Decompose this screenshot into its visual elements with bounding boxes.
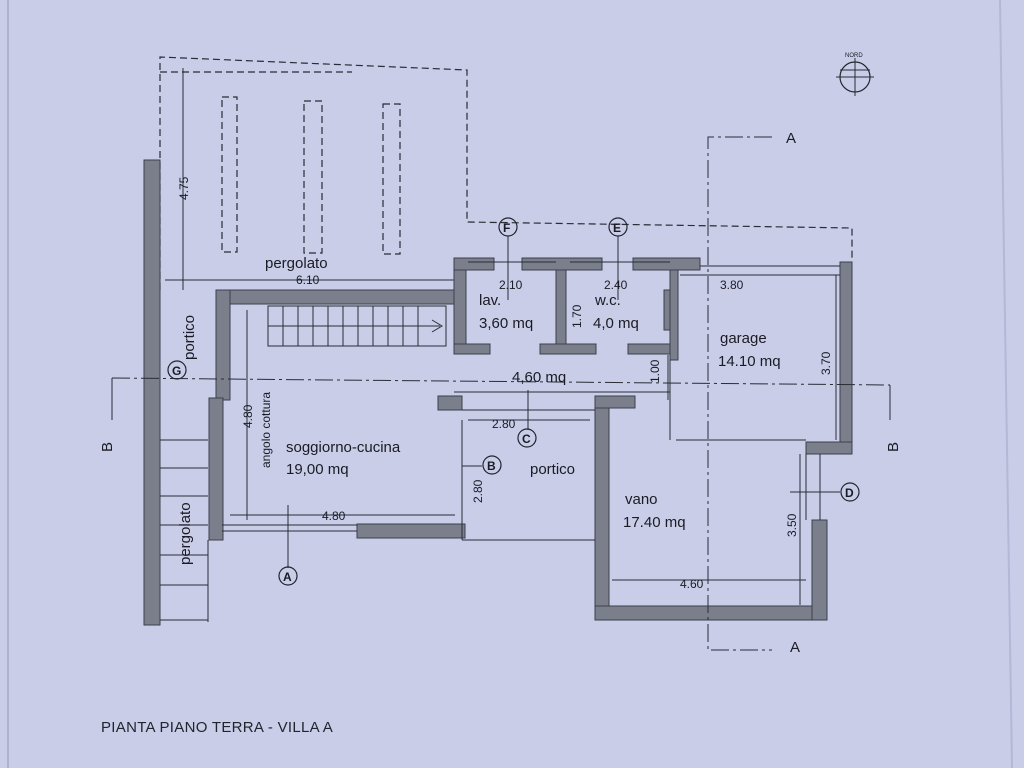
dim-480-vertical: 4.80 <box>241 404 255 428</box>
room-lav-area: 3,60 mq <box>479 315 533 332</box>
dim-475: 4.75 <box>177 176 191 200</box>
wall-west-outer <box>143 159 161 626</box>
axis-tag-f-circle <box>498 217 518 237</box>
section-marker-a-bottom: A <box>790 639 800 656</box>
wall-living-south <box>356 523 466 539</box>
dim-480-horizontal: 4.80 <box>322 509 346 523</box>
section-line-a <box>707 136 772 651</box>
room-wc-area: 4,0 mq <box>593 315 639 332</box>
axis-tag-g-circle <box>167 360 187 380</box>
wall-vano-south <box>594 605 828 621</box>
section-marker-a-top: A <box>786 130 796 147</box>
wall-garage-east <box>839 261 853 455</box>
wall-living-west-upper <box>215 289 231 401</box>
axis-tag-b: B <box>487 459 496 473</box>
axis-tag-e: E <box>613 221 621 235</box>
room-vano-area: 17.40 mq <box>623 514 686 531</box>
wall-vano-east <box>811 519 828 621</box>
wall-living-west-lower <box>208 397 224 541</box>
axis-tag-c-circle <box>517 428 537 448</box>
dim-370: 3.70 <box>819 351 833 375</box>
wall-lav-north-2 <box>521 257 603 271</box>
axis-tag-c: C <box>522 432 531 446</box>
room-portico-left: portico <box>181 315 198 360</box>
dim-240: 2.40 <box>604 278 628 292</box>
axis-tag-g: G <box>172 364 181 378</box>
wall-lav-wc <box>555 269 567 353</box>
room-pergolato-left: pergolato <box>177 502 194 565</box>
dim-610: 6.10 <box>296 273 320 287</box>
wall-lav-west <box>453 257 467 355</box>
dim-350: 3.50 <box>785 513 799 537</box>
wall-garage-south <box>805 441 853 455</box>
paper-edge-right <box>999 0 1013 768</box>
dim-100: 1.00 <box>648 359 662 383</box>
wall-garage-west <box>669 269 679 361</box>
section-line-b <box>111 377 891 386</box>
wall-wc-north <box>632 257 701 271</box>
axis-tag-a-circle <box>278 566 298 586</box>
room-garage-name: garage <box>720 330 767 347</box>
axis-tag-b-circle <box>482 455 502 475</box>
pergola-slats-left <box>160 439 209 622</box>
wall-lav-north-1 <box>453 257 495 271</box>
pergola-beam-1 <box>221 96 238 253</box>
pergola-outline <box>159 56 853 290</box>
axis-tag-a: A <box>283 570 292 584</box>
room-vano-name: vano <box>625 491 658 508</box>
dim-460-mq: 4,60 mq <box>512 369 566 386</box>
dim-280-vertical: 2.80 <box>471 479 485 503</box>
dim-170: 1.70 <box>570 304 584 328</box>
axis-tag-d-circle <box>840 482 860 502</box>
axis-tag-e-circle <box>608 217 628 237</box>
wall-vano-north <box>594 395 636 409</box>
north-arrow-icon <box>836 58 874 96</box>
wall-living-north <box>215 289 457 305</box>
room-pergolato-top: pergolato <box>265 255 328 272</box>
room-lav-name: lav. <box>479 292 501 309</box>
wall-lav-south-2 <box>539 343 597 355</box>
plan-title: PIANTA PIANO TERRA - VILLA A <box>101 719 334 736</box>
axis-tag-d: D <box>845 486 854 500</box>
room-angolo-cottura: angolo cottura <box>259 392 273 468</box>
pergola-beam-3 <box>382 103 401 255</box>
wall-stub <box>437 395 463 411</box>
dim-280-horizontal: 2.80 <box>492 417 516 431</box>
wall-vano-west <box>594 395 610 621</box>
wall-lav-south-1 <box>453 343 491 355</box>
north-label: NORD <box>845 53 863 59</box>
room-portico-mid: portico <box>530 461 575 478</box>
dim-380: 3.80 <box>720 278 744 292</box>
section-marker-b-left: B <box>99 442 116 452</box>
room-living-name: soggiorno-cucina <box>286 439 401 456</box>
dim-210: 2.10 <box>499 278 523 292</box>
staircase <box>267 305 447 347</box>
room-wc-name: w.c. <box>594 292 621 309</box>
pergola-beam-2 <box>303 100 323 254</box>
room-garage-area: 14.10 mq <box>718 353 781 370</box>
section-marker-b-right: B <box>885 442 902 452</box>
axis-tag-f: F <box>503 221 510 235</box>
dim-460: 4.60 <box>680 577 704 591</box>
room-living-area: 19,00 mq <box>286 461 349 478</box>
